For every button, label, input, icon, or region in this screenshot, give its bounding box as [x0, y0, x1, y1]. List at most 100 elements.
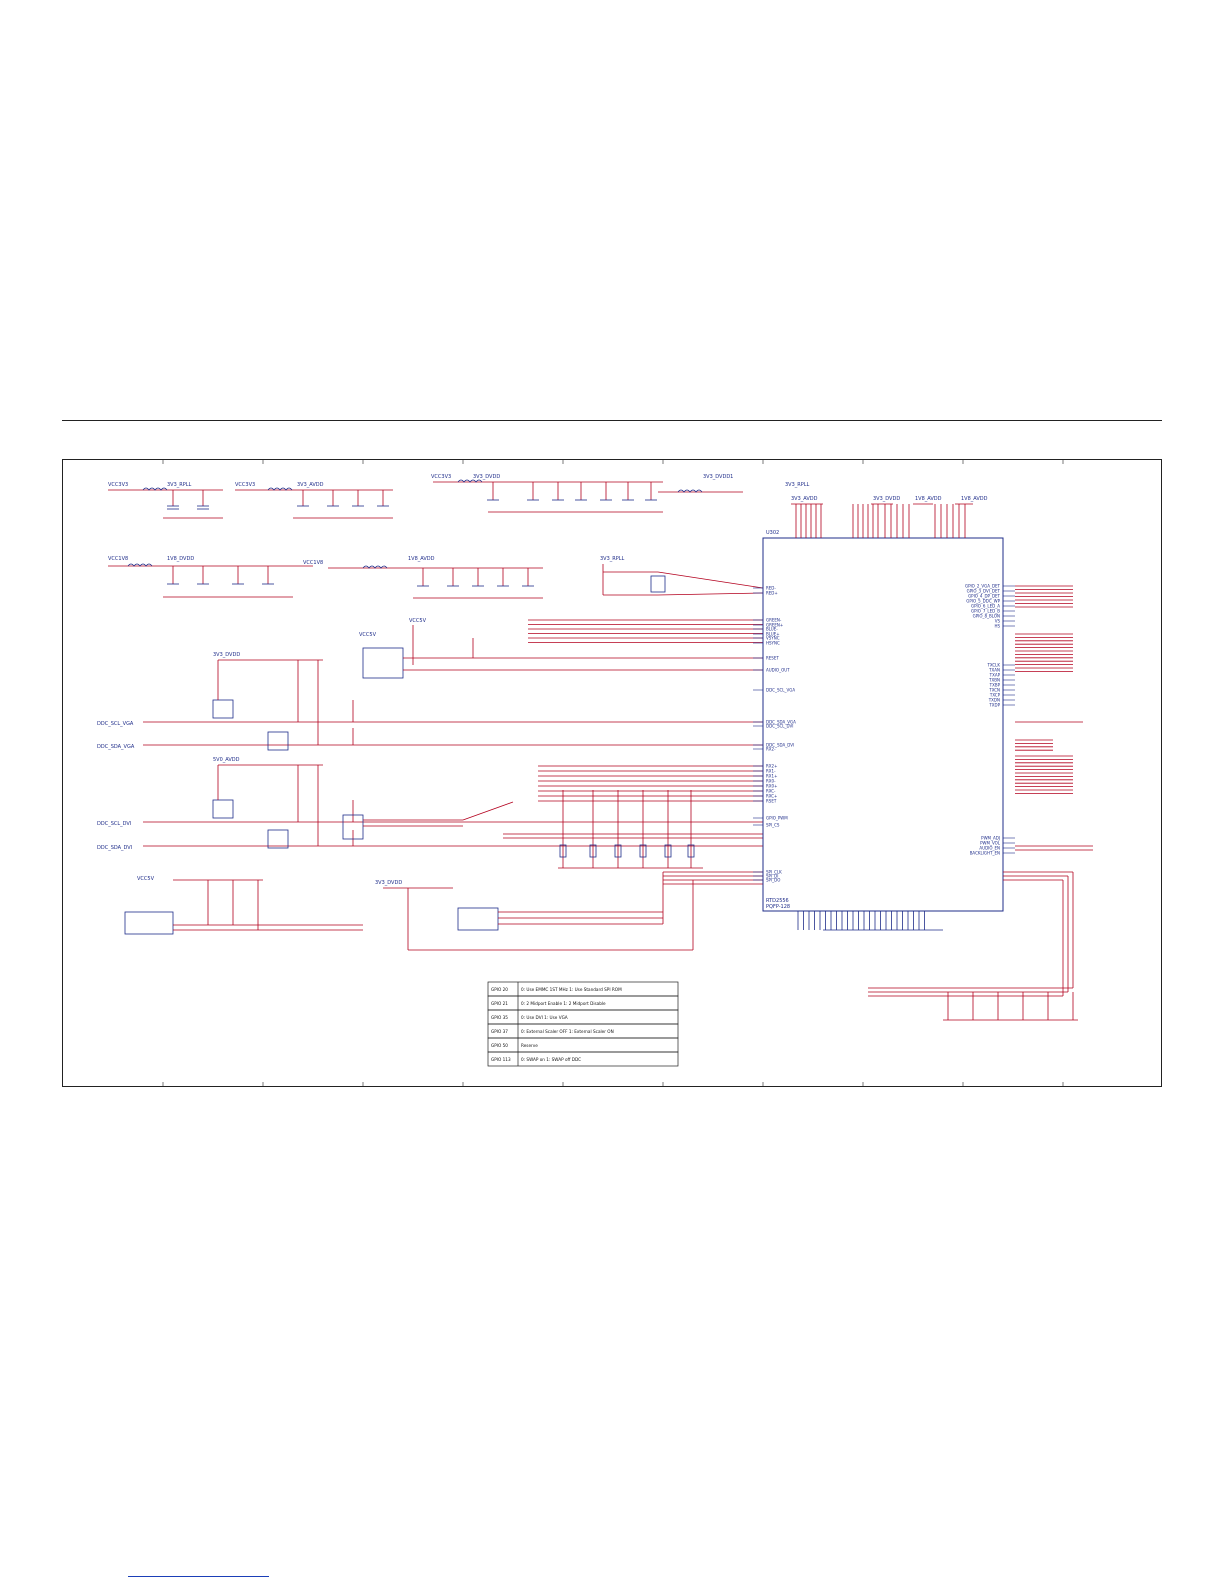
- ic-left-pin-labels: RED-RED+GREEN-GREEN+BLUE-BLUE+VSYNCHSYNC…: [753, 586, 796, 883]
- frame-ticks: [162, 460, 1064, 1086]
- ic-right-pin-label: PWM_ADJ: [981, 836, 1000, 841]
- connector-ddc-sda-dvi: DDC_SDA_DVI: [97, 845, 132, 851]
- ic-right-pin-label: BACKLIGHT_EN: [970, 851, 1000, 856]
- ic-right-pin-label: AUDIO_EN: [979, 846, 1000, 851]
- ic-right-pin-label: TXCLK: [986, 663, 1000, 668]
- ic-left-pin-label: RX2-: [766, 747, 776, 752]
- ic-right-pin-label: TXAN: [988, 668, 1000, 673]
- ic-left-pin-label: RX1-: [766, 769, 776, 774]
- ic-right-pin-label: TXBP: [989, 683, 1001, 688]
- ic-left-pin-label: RX1+: [766, 774, 777, 779]
- supply-label-dvdd-top: 3V3_DVDD: [213, 652, 240, 658]
- notes-gpio: GPIO 37: [491, 1029, 508, 1034]
- ic-left-pin-label: SPI_CS: [766, 823, 780, 828]
- ic-left-pin-label: SPI_DO: [766, 878, 780, 883]
- ic-left-pin-label: DDC_SCL_VGA: [766, 688, 795, 693]
- ic-left-pin-label: BLUE+: [766, 632, 780, 637]
- ic-left-pin-label: RED-: [766, 586, 776, 591]
- page-divider: [62, 420, 1162, 421]
- supply-label-vcc1v8: VCC1V8: [108, 556, 128, 562]
- supply-label-dvdd3: 3V3_DVDD: [473, 474, 500, 480]
- ic-left-pin-label: GREEN-: [766, 618, 782, 623]
- ic-right-pin-label: TXAP: [989, 673, 1001, 678]
- supply-label-vcc3v3-b: VCC3V3: [235, 482, 255, 488]
- supply-label-cvdd-ic: 1V8_AVDD: [915, 496, 942, 502]
- ic-right-pin-label: VS: [995, 619, 1001, 624]
- ic-left-pin-label: SPI_CLK: [766, 870, 782, 875]
- supply-label-vcc5v-b: VCC5V: [137, 876, 155, 882]
- ic-right-pin-label: TXCN: [988, 688, 1000, 693]
- ic-right-pin-label: HS: [994, 624, 1000, 629]
- ic-left-pin-label: RX0-: [766, 779, 776, 784]
- ladder-resistor: [687, 844, 695, 858]
- schematic-drawing: VCC3V3 3V3_RPLL VCC3V3 3V3_AVDD: [97, 460, 1093, 1086]
- connector-ddc-sda-vga: DDC_SDA_VGA: [97, 744, 135, 750]
- power-filter-avdd: [235, 487, 393, 519]
- ic-right-wires: [1015, 585, 1093, 851]
- ic-top-pins: [791, 503, 973, 538]
- notes-gpio: GPIO 113: [491, 1057, 511, 1062]
- ic-right-pin-label: GPIO_6_LED_A: [971, 604, 1000, 609]
- supply-label-dvdd2: 3V3_DVDD1: [703, 474, 733, 480]
- ic-right-pin-label: GPIO_4_DP_DET: [968, 594, 1000, 599]
- notes-row: [487, 1051, 679, 1067]
- ic-left-pin-label: DDC_SDA_DVI: [766, 743, 794, 748]
- supply-label-vcc5v2: VCC5V: [409, 618, 427, 624]
- ic-left-pin-label: RSET: [766, 799, 777, 804]
- notes-desc: 0: 2 Midport Enable 1: 2 Midport Disable: [521, 1001, 606, 1006]
- supply-label-avdd-ic: 3V3_AVDD: [791, 496, 818, 502]
- connector-ddc-scl-vga: DDC_SCL_VGA: [97, 721, 134, 727]
- reset-block: [362, 625, 763, 679]
- notes-desc: Reserve: [521, 1043, 538, 1048]
- eeprom-block: [124, 879, 363, 935]
- ic-right-pin-label: GPIO_2_VGA_DET: [965, 584, 1001, 589]
- ic-right-pin-label: TXDN: [988, 698, 1000, 703]
- ic-left-pin-label: HSYNC: [766, 641, 780, 646]
- ladder-resistor: [559, 844, 567, 858]
- ladder-resistor: [589, 844, 597, 858]
- notes-gpio: GPIO 50: [491, 1043, 508, 1048]
- power-filter-rpll: [108, 487, 223, 519]
- notes-desc: 0: External Scaler OFF 1: External Scale…: [521, 1029, 614, 1034]
- supply-label-vcc3v3-a: VCC3V3: [108, 482, 128, 488]
- supply-label-avdd-top: 5V0_AVDD: [213, 757, 240, 763]
- ic-right-pin-label: GPIO_5_DDC_WP: [966, 599, 1000, 604]
- supply-label-vcc3v3-c: VCC3V3: [431, 474, 451, 480]
- ic-left-pin-label: VSYNC: [766, 636, 780, 641]
- ic-left-pin-label: SPI_DI: [766, 874, 778, 879]
- main-ic-ref: U302: [766, 530, 779, 536]
- ic-left-pin-label: GPIO_PWM: [766, 816, 788, 821]
- ic-left-pin-label: AUDIO_OUT: [766, 668, 790, 673]
- ic-left-pin-label: DDC_SDA_VGA: [766, 720, 796, 725]
- notes-desc: 0: SWAP on 1: SWAP off DDC: [521, 1057, 581, 1062]
- notes-row: [487, 1037, 679, 1053]
- ic-right-pin-label: GPIO_3_DVI_DET: [967, 589, 1001, 594]
- ladder-resistor: [614, 844, 622, 858]
- supply-label-rpll: 3V3_RPLL: [167, 482, 192, 488]
- audio-connector: [342, 801, 763, 840]
- supply-label-vcc1v8b: VCC1V8: [303, 560, 323, 566]
- notes-desc: 0: Use DVI 1: Use VGA: [521, 1015, 568, 1020]
- resistor-ladder: [558, 790, 703, 869]
- ic-right-pin-label: GPIO_7_LED_B: [971, 609, 1000, 614]
- schematic-sheet: VCC3V3 3V3_RPLL VCC3V3 3V3_AVDD: [62, 459, 1162, 1087]
- power-filter-dvdd: [433, 479, 743, 513]
- ic-left-pin-label: RESET: [766, 656, 779, 661]
- crystal-block: [602, 564, 764, 596]
- ic-right-pin-label: GPIO_8_BLON: [973, 614, 1000, 619]
- ic-right-pin-label: TXCP: [989, 693, 1001, 698]
- ic-left-pin-label: DDC_SCL_DVI: [766, 724, 793, 729]
- supply-label-rpll-top: 3V3_RPLL: [785, 482, 810, 488]
- spi-flash-block: [383, 871, 763, 951]
- ic-left-pin-label: GREEN+: [766, 623, 783, 628]
- main-ic-part: RTD2556: [766, 898, 789, 904]
- ic-left-pin-label: RX0+: [766, 784, 777, 789]
- notes-row: [487, 1009, 679, 1025]
- ic-left-pin-label: RXC-: [766, 789, 776, 794]
- footer-link-underline: [128, 1576, 269, 1577]
- supply-label-avdd-ic2: 1V8_AVDD: [961, 496, 988, 502]
- supply-label-vcc5v: VCC5V: [359, 632, 377, 638]
- ic-left-pin-label: RX2+: [766, 764, 777, 769]
- ddc-vga-block: [143, 659, 763, 751]
